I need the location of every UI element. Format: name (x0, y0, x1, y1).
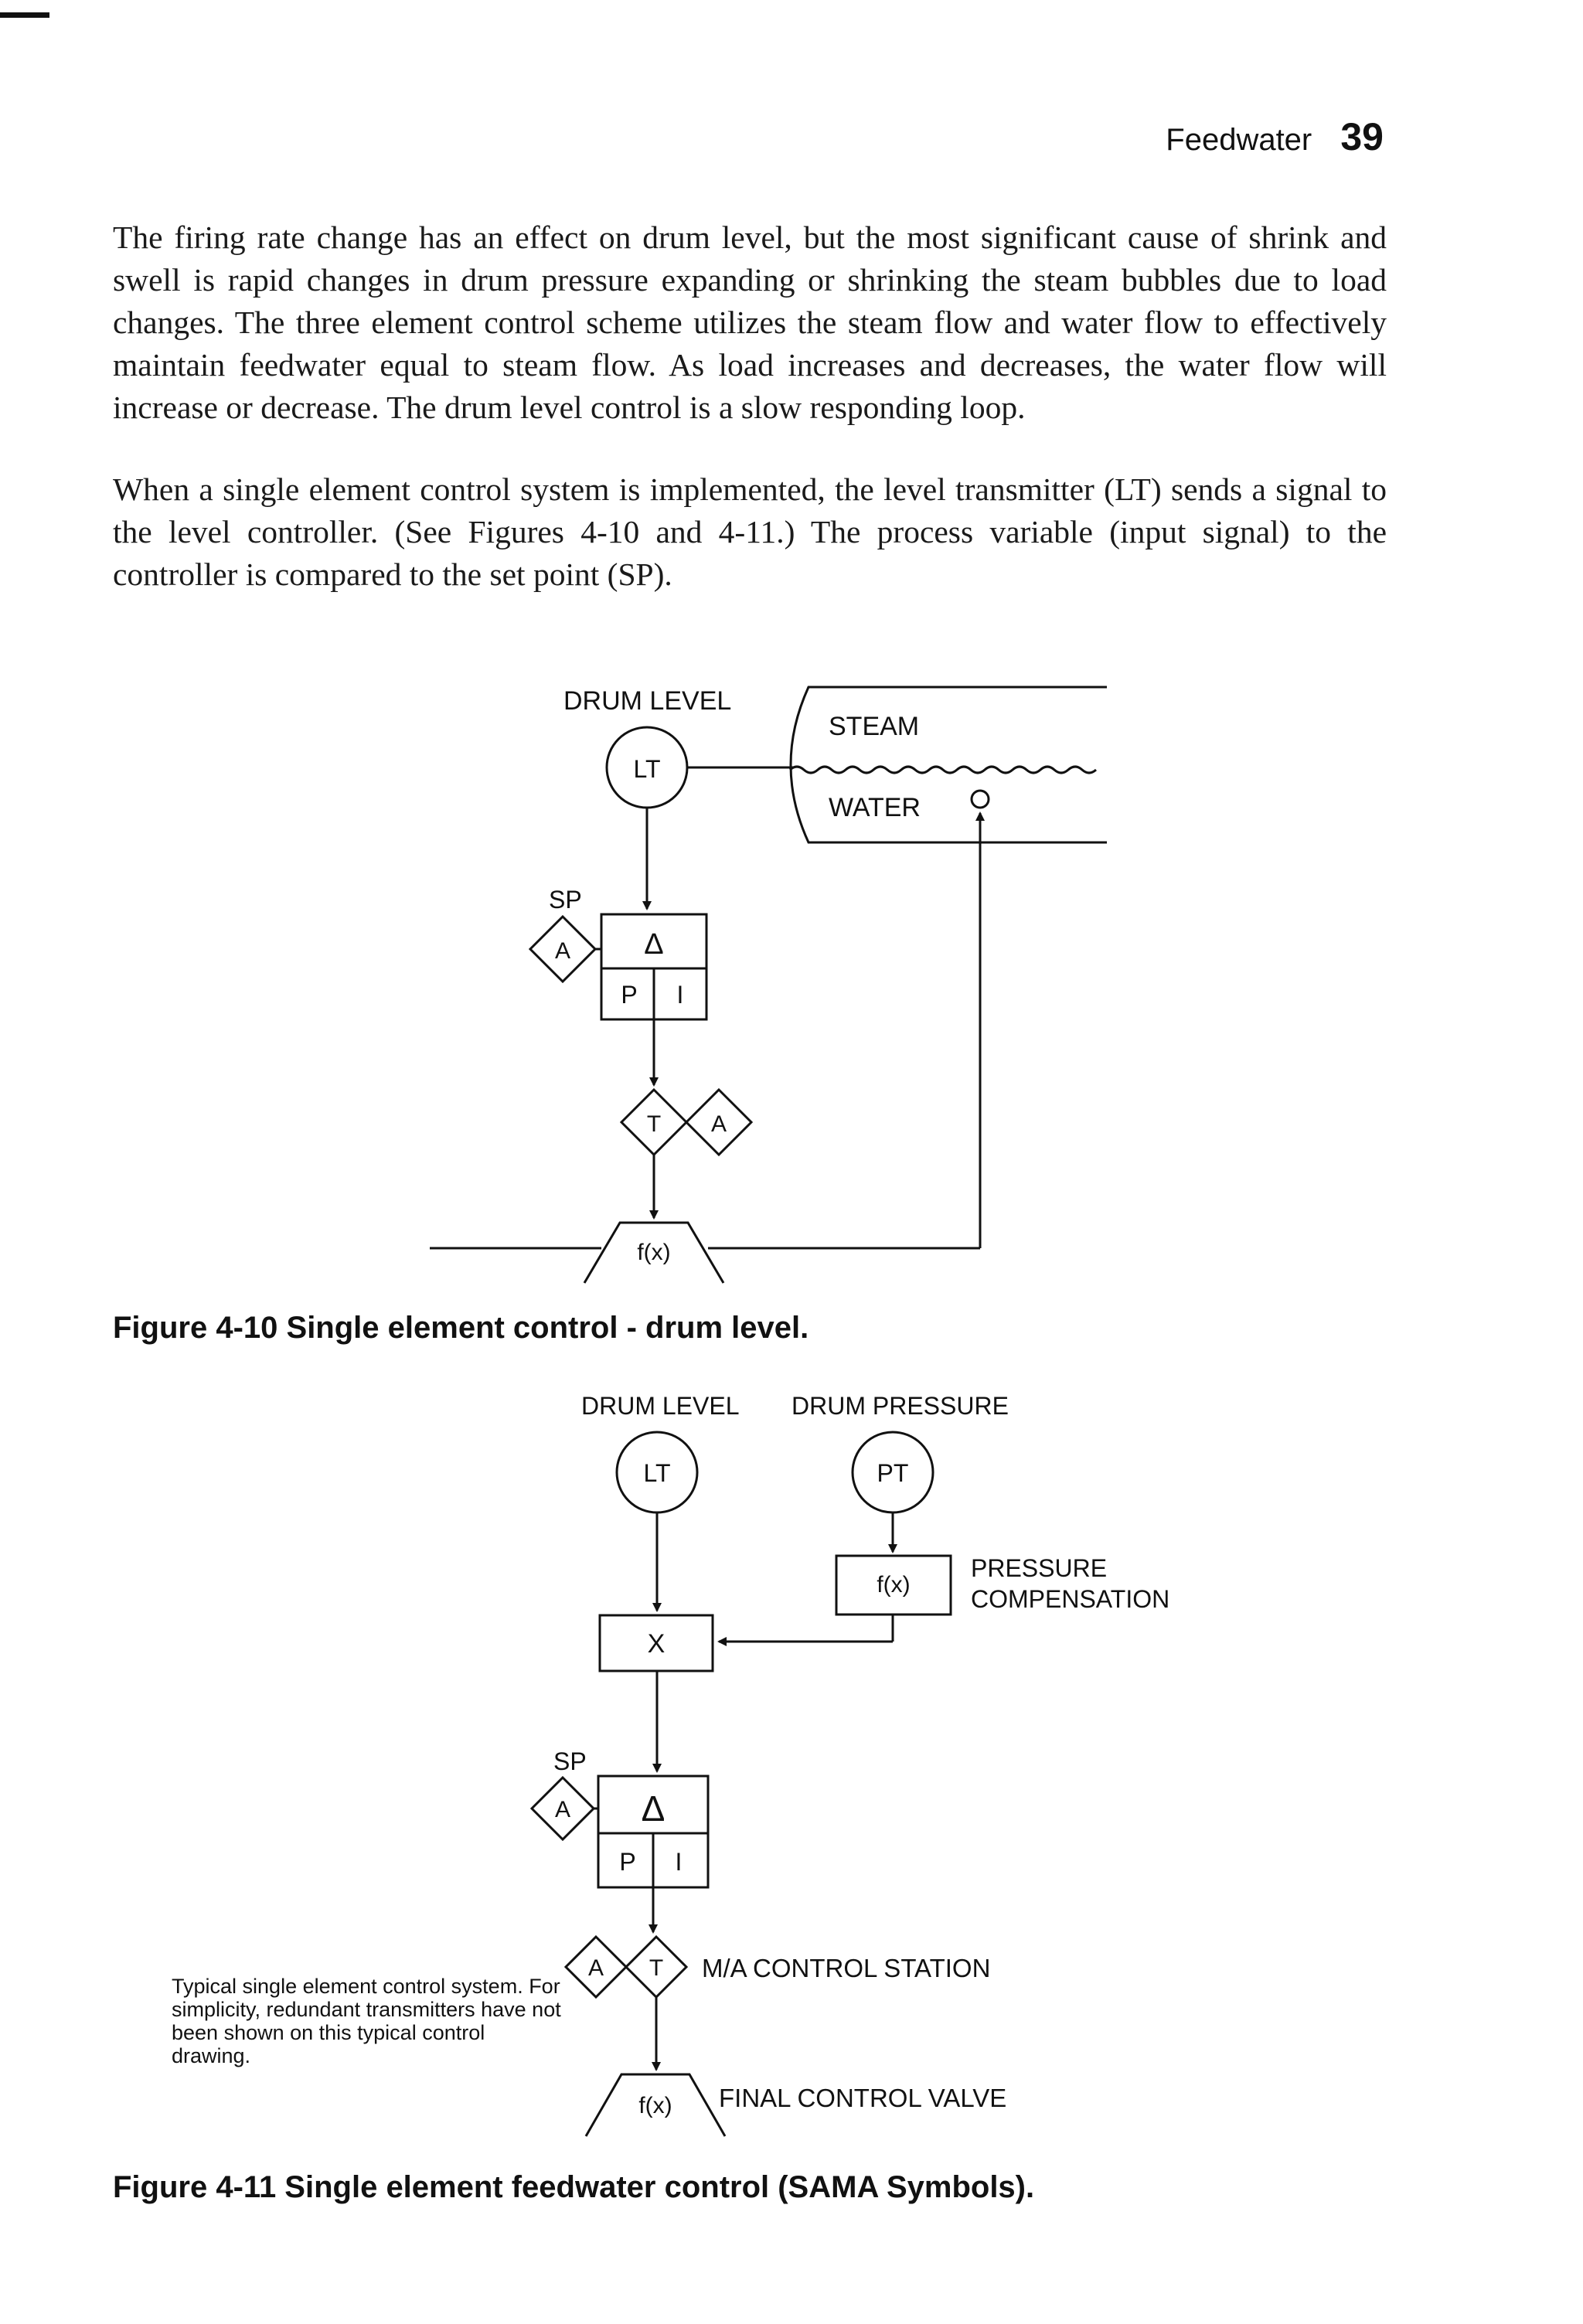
pressure-label: PRESSURE (971, 1554, 1107, 1582)
running-head: Feedwater 39 (1166, 114, 1384, 159)
multiplier-x-label: X (648, 1629, 666, 1659)
lt-label: LT (644, 1459, 671, 1487)
page-number: 39 (1340, 115, 1384, 158)
figure-4-11-caption: Figure 4-11 Single element feedwater con… (113, 2170, 1035, 2204)
compensation-label: COMPENSATION (971, 1585, 1169, 1613)
final-control-valve (584, 2073, 727, 2137)
setpoint-diamond (528, 914, 597, 984)
i-label: I (677, 981, 684, 1009)
delta-label: Δ (644, 928, 663, 961)
a-right-label: A (711, 1111, 727, 1137)
drum-pressure-label: DRUM PRESSURE (792, 1392, 1009, 1420)
a-station-label: A (588, 1955, 604, 1981)
drum-level-label: DRUM LEVEL (563, 686, 731, 716)
paragraph-2: When a single element control system is … (113, 471, 1387, 592)
sp-label: SP (549, 886, 582, 914)
final-control-valve (583, 1221, 725, 1284)
pressure-fx-label: f(x) (877, 1572, 910, 1598)
lt-label: LT (634, 755, 661, 783)
steam-label: STEAM (829, 712, 919, 741)
valve-fx-label: f(x) (637, 1240, 670, 1265)
a-diamond (684, 1087, 754, 1157)
water-inlet-nozzle (970, 789, 990, 809)
paragraph-1: The firing rate change has an effect on … (113, 219, 1387, 425)
t-label: T (647, 1111, 661, 1137)
setpoint-diamond (529, 1775, 596, 1842)
a-station-diamond (563, 1934, 628, 1999)
pt-label: PT (877, 1459, 909, 1487)
section-title: Feedwater (1166, 123, 1312, 157)
delta-label: Δ (642, 1788, 666, 1829)
water-surface-line (789, 765, 1097, 774)
t-station-label: T (649, 1955, 663, 1981)
i-label: I (676, 1848, 683, 1876)
drum-level-label: DRUM LEVEL (581, 1392, 740, 1420)
figure-4-11-diagram: DRUM LEVEL DRUM PRESSURE LT PT f(x) PRES… (529, 1392, 1169, 2137)
water-label: WATER (829, 793, 921, 822)
sp-label: SP (553, 1747, 587, 1775)
figure-4-11-note: Typical single element control system. F… (172, 1975, 561, 2067)
ma-control-station-label: M/A CONTROL STATION (702, 1954, 990, 1982)
p-label: P (621, 981, 637, 1009)
final-control-valve-label: FINAL CONTROL VALVE (719, 2084, 1006, 2112)
drum-shape (789, 686, 1107, 844)
setpoint-a-label: A (555, 1797, 570, 1822)
p-label: P (619, 1848, 635, 1876)
page-corner-mark (0, 12, 49, 18)
valve-fx-label: f(x) (638, 2093, 672, 2118)
setpoint-a-label: A (555, 938, 570, 964)
figure-4-10-caption: Figure 4-10 Single element control - dru… (113, 1311, 809, 1345)
figure-4-10-diagram: DRUM LEVEL LT STEAM WATER SP A Δ P I T A… (430, 686, 1107, 1284)
